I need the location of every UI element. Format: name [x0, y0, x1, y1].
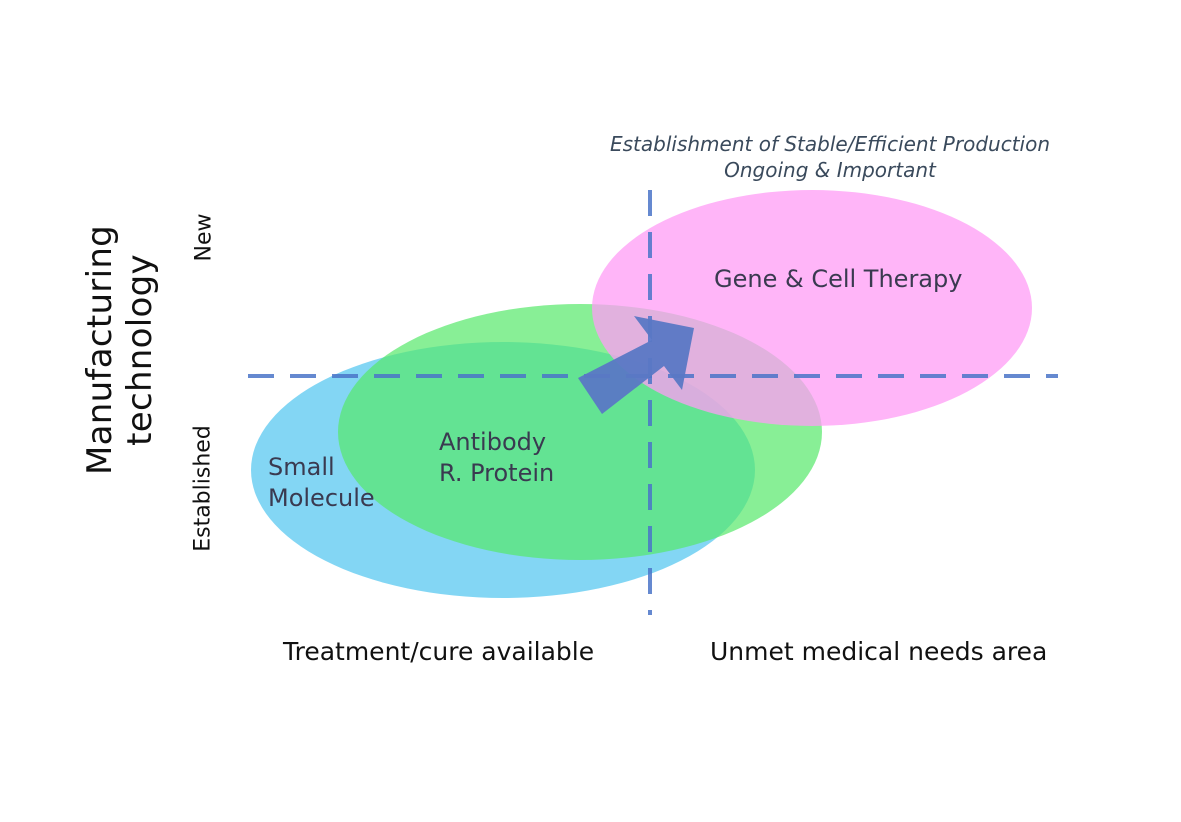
small-molecule-label-line-1: Small	[268, 453, 335, 481]
biologics-label-line-2: R. Protein	[439, 459, 555, 487]
y-axis-title: Manufacturing technology	[20, 225, 220, 475]
biologics-label-line-1: Antibody	[439, 428, 547, 456]
small-molecule-label: Small Molecule	[268, 452, 375, 514]
biologics-label: Antibody R. Protein	[439, 427, 554, 489]
y-axis-title-line-1: Manufacturing	[80, 224, 120, 476]
x-tick-unmet-needs: Unmet medical needs area	[710, 637, 1048, 666]
y-axis-title-line-2: technology	[120, 254, 160, 446]
x-tick-treatment-available: Treatment/cure available	[283, 637, 595, 666]
gene-cell-therapy-label-line-1: Gene & Cell Therapy	[714, 265, 963, 293]
up-right-arrow-icon	[578, 316, 694, 414]
y-tick-new: New	[191, 213, 217, 262]
annotation-line-1: Establishment of Stable/Efficient Produc…	[610, 132, 1050, 156]
gene-cell-therapy-bubble	[592, 190, 1032, 426]
small-molecule-label-line-2: Molecule	[268, 484, 375, 512]
y-tick-established: Established	[190, 425, 216, 552]
production-annotation: Establishment of Stable/Efficient Produc…	[560, 131, 1100, 183]
gene-cell-therapy-label: Gene & Cell Therapy	[714, 264, 962, 295]
annotation-line-2: Ongoing & Important	[724, 158, 936, 182]
